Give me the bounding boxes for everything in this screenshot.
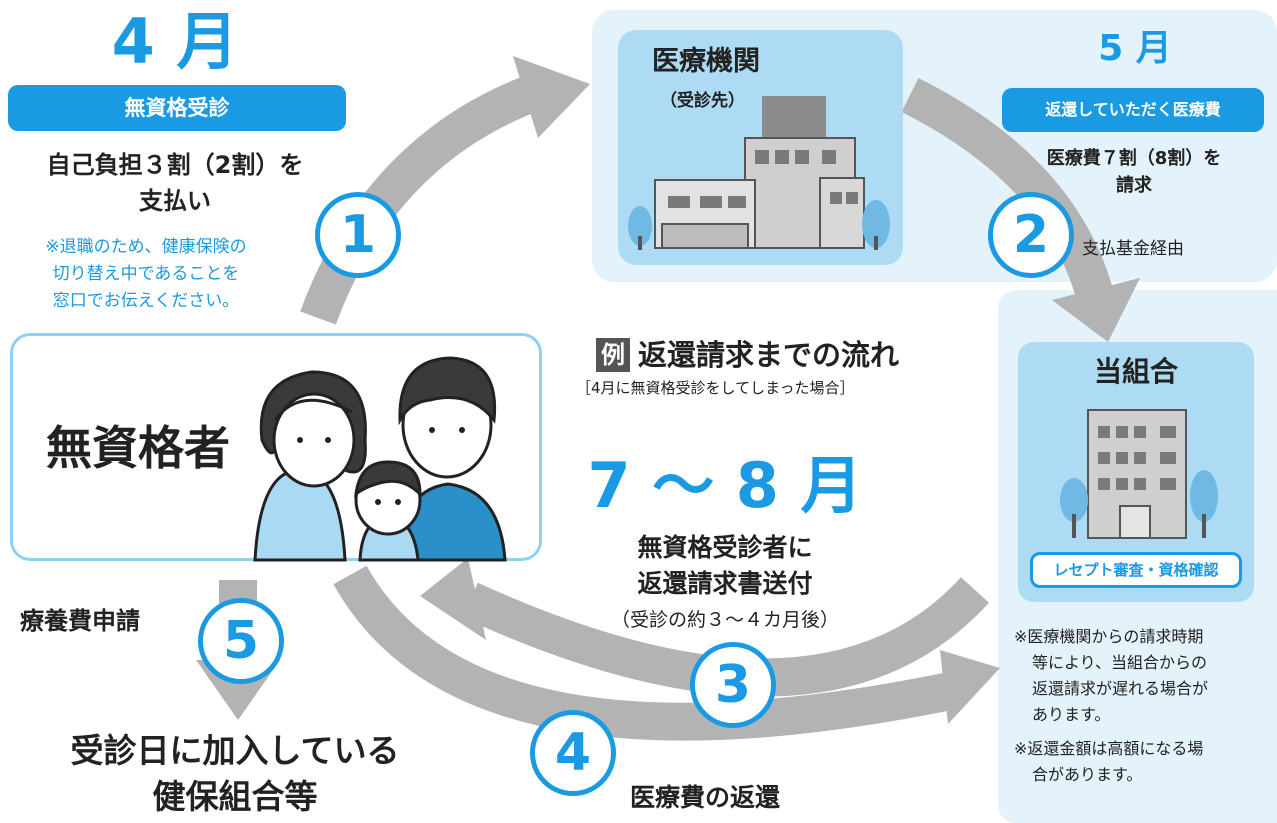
flow-subtitle: ［4月に無資格受診をしてしまった場合］ bbox=[576, 379, 855, 397]
send-note: （受診の約３〜４カ月後） bbox=[610, 609, 839, 631]
arrow-4-head bbox=[940, 650, 1000, 724]
may-month: 5 月 bbox=[1098, 28, 1172, 69]
step-3-circle: 3 bbox=[690, 642, 776, 728]
flow-title-row: 例 返還請求までの流れ bbox=[596, 334, 976, 378]
kumiai-note-line: あります。 bbox=[1032, 705, 1111, 724]
kumiai-note-2: ※返還金額は高額になる場 合があります。 bbox=[1014, 736, 1272, 788]
send-line1: 無資格受診者に bbox=[637, 533, 813, 562]
arrow-1-head bbox=[513, 56, 590, 138]
arrow-2-head bbox=[1052, 278, 1140, 342]
april-note-line: 窓口でお伝えください。 bbox=[52, 291, 240, 311]
kumiai-note-1: ※医療機関からの請求時期 等により、当組合からの 返還請求が遅れる場合が ありま… bbox=[1014, 624, 1272, 728]
example-mark: 例 bbox=[596, 338, 630, 372]
flow-title: 返還請求までの流れ bbox=[638, 338, 900, 372]
person-label: 無資格者 bbox=[46, 421, 230, 475]
kumiai-note-line: 等により、当組合からの bbox=[1032, 653, 1208, 672]
arrow-2 bbox=[901, 78, 1114, 301]
may-badge: 返還していただく医療費 bbox=[1002, 88, 1264, 132]
kumiai-note-line: ※医療機関からの請求時期 bbox=[1014, 627, 1204, 646]
april-pay-line2: 支払い bbox=[139, 187, 211, 215]
april-pay-line1: 自己負担３割（2割）を bbox=[46, 151, 304, 179]
may-claim-line2: 請求 bbox=[1116, 175, 1152, 196]
april-note-line: 切り替え中であることを bbox=[52, 264, 240, 284]
step-2-circle: 2 bbox=[988, 192, 1074, 278]
medical-title: 医療機関 bbox=[652, 46, 760, 77]
april-month: 4 月 bbox=[111, 5, 239, 78]
medical-subtitle: （受診先） bbox=[660, 91, 745, 111]
apply-label: 療養費申請 bbox=[20, 607, 140, 635]
arrow-3-head bbox=[420, 558, 486, 640]
step-5-circle: 5 bbox=[198, 598, 284, 684]
step-4-circle: 4 bbox=[530, 710, 616, 796]
kumiai-note-line: 合があります。 bbox=[1032, 765, 1143, 784]
april-note: ※退職のため、健康保険の 切り替え中であることを 窓口でお伝えください。 bbox=[0, 234, 292, 315]
kumiai-title: 当組合 bbox=[1093, 355, 1178, 388]
dest-line1: 受診日に加入している bbox=[70, 731, 400, 770]
refund-label: 医療費の返還 bbox=[629, 783, 780, 812]
dest-line2: 健保組合等 bbox=[152, 777, 318, 816]
kumiai-note-line: ※返還金額は高額になる場 bbox=[1014, 739, 1204, 758]
may-claim-line1: 医療費７割（8割）を bbox=[1046, 148, 1222, 169]
arrow-1 bbox=[300, 74, 542, 325]
april-badge: 無資格受診 bbox=[8, 85, 346, 131]
kumiai-note-line: 返還請求が遅れる場合が bbox=[1032, 679, 1209, 698]
april-note-line: ※退職のため、健康保険の bbox=[45, 237, 247, 257]
kumiai-badge: レセプト審査・資格確認 bbox=[1030, 552, 1242, 588]
refund-month: 7 〜 8 月 bbox=[587, 449, 863, 522]
step-1-circle: 1 bbox=[315, 192, 401, 278]
send-line2: 返還請求書送付 bbox=[637, 569, 813, 598]
may-via-label: 支払基金経由 bbox=[1082, 239, 1184, 259]
